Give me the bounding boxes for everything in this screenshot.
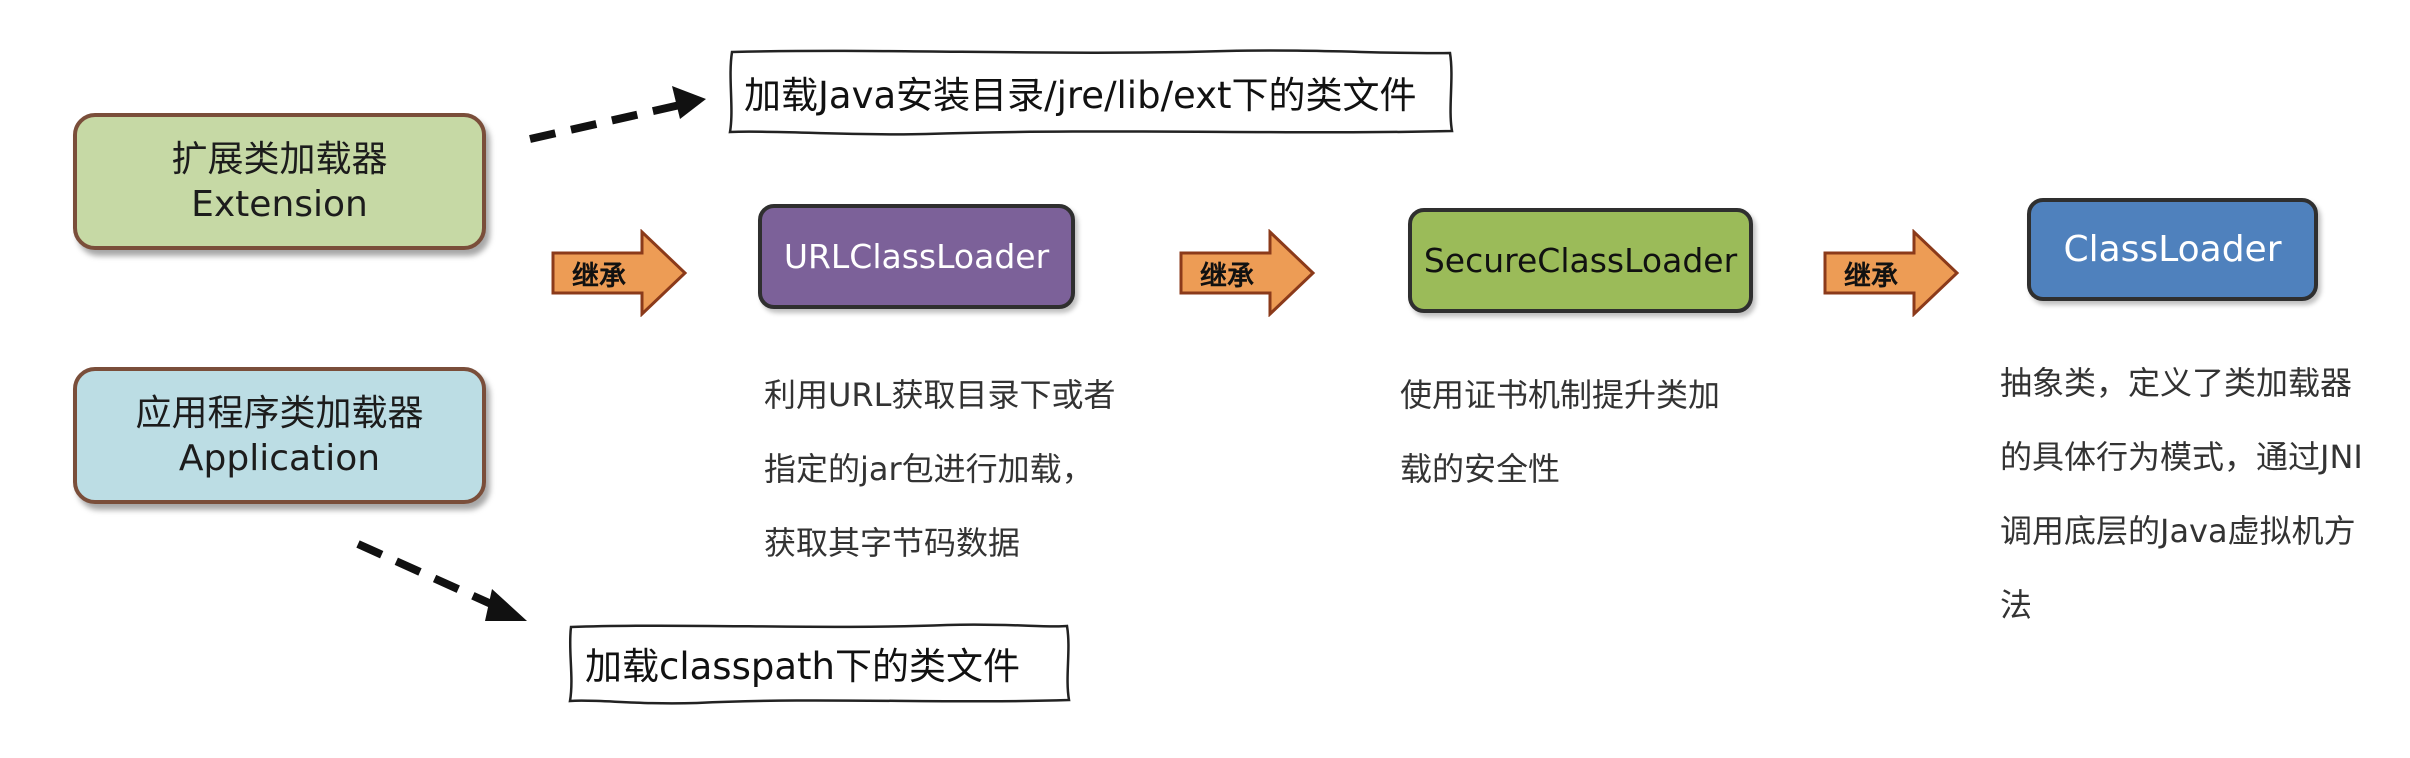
urlclassloader-description: 利用URL获取目录下或者指定的jar包进行加载，获取其字节码数据 — [764, 376, 1116, 562]
extension-loader-subtitle: Extension — [191, 183, 368, 225]
inherit-arrow-shape — [1823, 228, 1960, 318]
dashed-arrow-extension — [529, 86, 706, 143]
application-loader-box: 应用程序类加载器 Application — [73, 367, 486, 504]
classloader-description: 抽象类，定义了类加载器的具体行为模式，通过JNI调用底层的Java虚拟机方法 — [2000, 364, 2363, 624]
extension-note-text: 加载Java安装目录/jre/lib/ext下的类文件 — [744, 73, 1417, 117]
application-loader-title: 应用程序类加载器 — [135, 392, 424, 434]
extension-note: 加载Java安装目录/jre/lib/ext下的类文件 — [726, 48, 1456, 136]
inherit-arrow-shape — [551, 228, 688, 318]
classloader-box: ClassLoader — [2027, 198, 2318, 301]
extension-loader-title: 扩展类加载器 — [171, 138, 388, 180]
classloader-label: ClassLoader — [2063, 229, 2282, 270]
application-loader-subtitle: Application — [178, 437, 381, 479]
secureclassloader-box: SecureClassLoader — [1408, 208, 1753, 313]
note-frame — [728, 49, 1454, 136]
urlclassloader-label: URLClassLoader — [783, 236, 1050, 276]
inherit-arrow-1: 继承 — [550, 228, 688, 318]
inherit-arrow-shape — [1179, 228, 1316, 318]
application-note: 加载classpath下的类文件 — [567, 622, 1072, 705]
inherit-label: 继承 — [572, 260, 626, 292]
inherit-arrow-3: 继承 — [1822, 228, 1960, 318]
dashed-arrow-application — [356, 540, 527, 621]
note-frame — [568, 623, 1071, 705]
secureclassloader-label: SecureClassLoader — [1423, 240, 1738, 280]
inherit-label: 继承 — [1844, 260, 1898, 292]
inherit-label: 继承 — [1200, 260, 1254, 292]
secureclassloader-description: 使用证书机制提升类加载的安全性 — [1400, 376, 1721, 488]
application-note-text: 加载classpath下的类文件 — [585, 645, 1020, 688]
inherit-arrow-2: 继承 — [1178, 228, 1316, 318]
extension-loader-box: 扩展类加载器 Extension — [73, 113, 486, 250]
urlclassloader-box: URLClassLoader — [758, 204, 1075, 309]
